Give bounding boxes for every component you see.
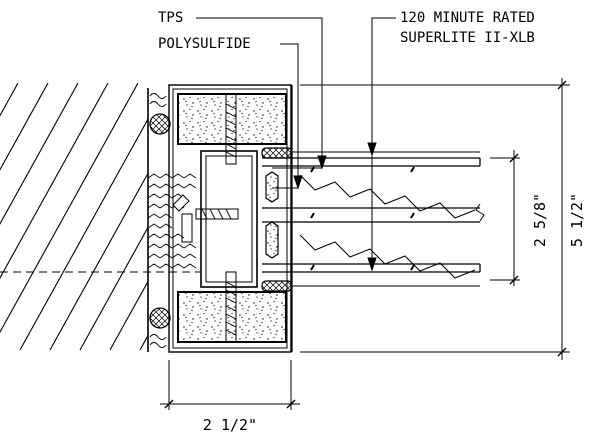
mineral-wool-insulation: [147, 173, 197, 269]
overall-height-dimension: 5 1/2": [568, 193, 586, 247]
fastener-screws: [172, 93, 239, 343]
polysulfide-label: POLYSULFIDE: [158, 36, 251, 52]
glazing-height-dimension: 2 5/8": [531, 193, 549, 247]
leader-lines: [196, 17, 396, 272]
rating-label-line2: SUPERLITE II-XLB: [400, 30, 535, 46]
frame-depth-dimension: 2 1/2": [203, 416, 257, 434]
perimeter-sealant: [147, 88, 171, 352]
frame-insulation-top: [177, 93, 287, 145]
steel-frame: [168, 84, 293, 353]
dimension-lines: [160, 78, 570, 410]
tps-label: TPS: [158, 10, 183, 26]
wall-substrate: [0, 83, 148, 350]
rating-label-line1: 120 MINUTE RATED: [400, 10, 535, 26]
